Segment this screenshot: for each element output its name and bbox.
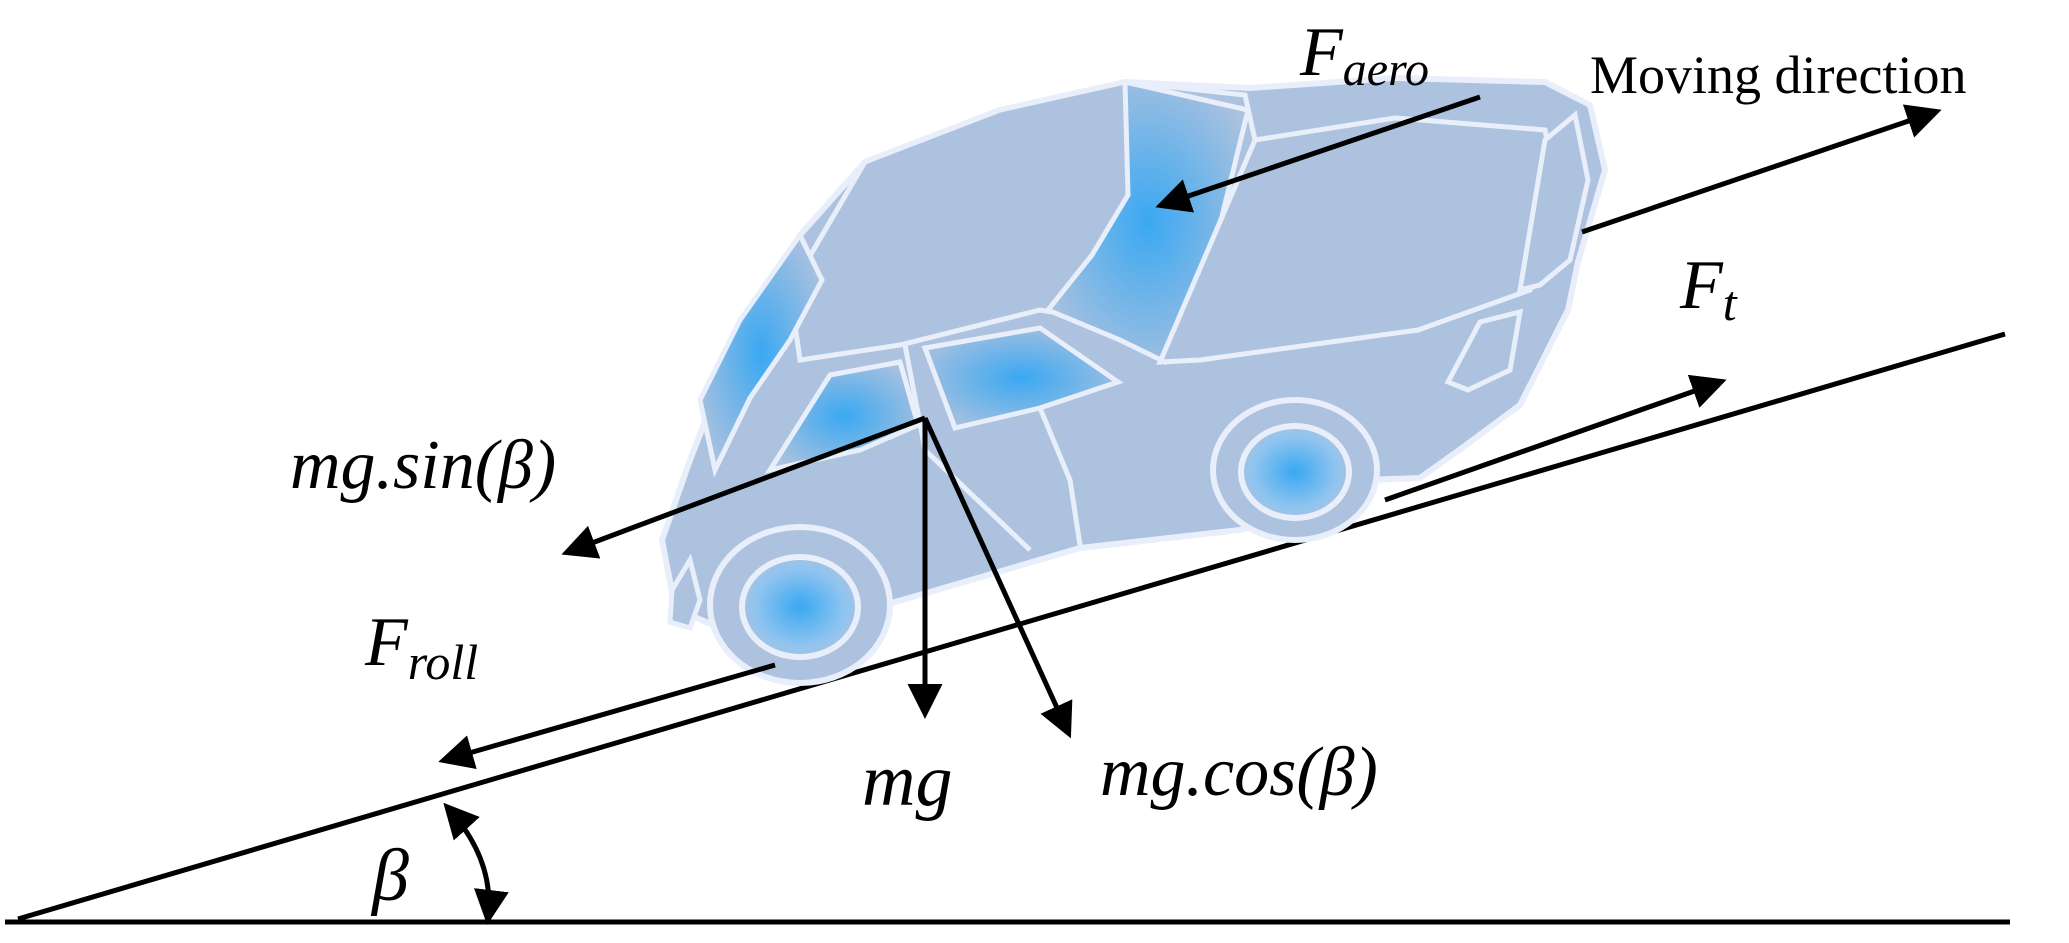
mg-cos-label: mg.cos(β) [1100,734,1378,811]
rear-window [697,230,825,478]
f-aero-label-base: F [1299,14,1344,91]
front-grille [1516,110,1591,294]
moving-direction-label: Moving direction [1590,45,1966,105]
rear-wheel [707,524,893,686]
beta-label: β [370,835,409,917]
f-t-label-sub: t [1723,275,1738,331]
beta-angle-arc [443,802,509,925]
mg-cos-arrow [922,416,1073,739]
mg-sin-label: mg.sin(β) [290,427,556,504]
mg-sin-arrow [561,415,926,559]
f-roll-label-sub: roll [408,634,478,690]
f-t-label-base: F [1679,247,1724,324]
f-aero-label: Faero [1299,14,1429,96]
f-t-arrow [1384,374,1727,503]
mg-label: mg [862,740,952,822]
f-roll-label: Froll [364,604,478,690]
side-window-rear [764,359,922,474]
f-aero-label-sub: aero [1343,43,1429,96]
f-t-label: Ft [1679,247,1738,331]
front-wheel [1210,397,1380,543]
f-aero-arrow [1155,94,1481,213]
incline-line [17,331,2006,922]
car-illustration [658,74,1609,686]
headlight [1444,308,1524,393]
f-roll-arrow [438,662,776,770]
moving-direction-arrow [1581,104,1942,235]
rear-bumper [667,553,703,632]
windshield [1043,78,1252,366]
f-roll-label-base: F [364,604,409,681]
side-window-front [921,325,1124,431]
